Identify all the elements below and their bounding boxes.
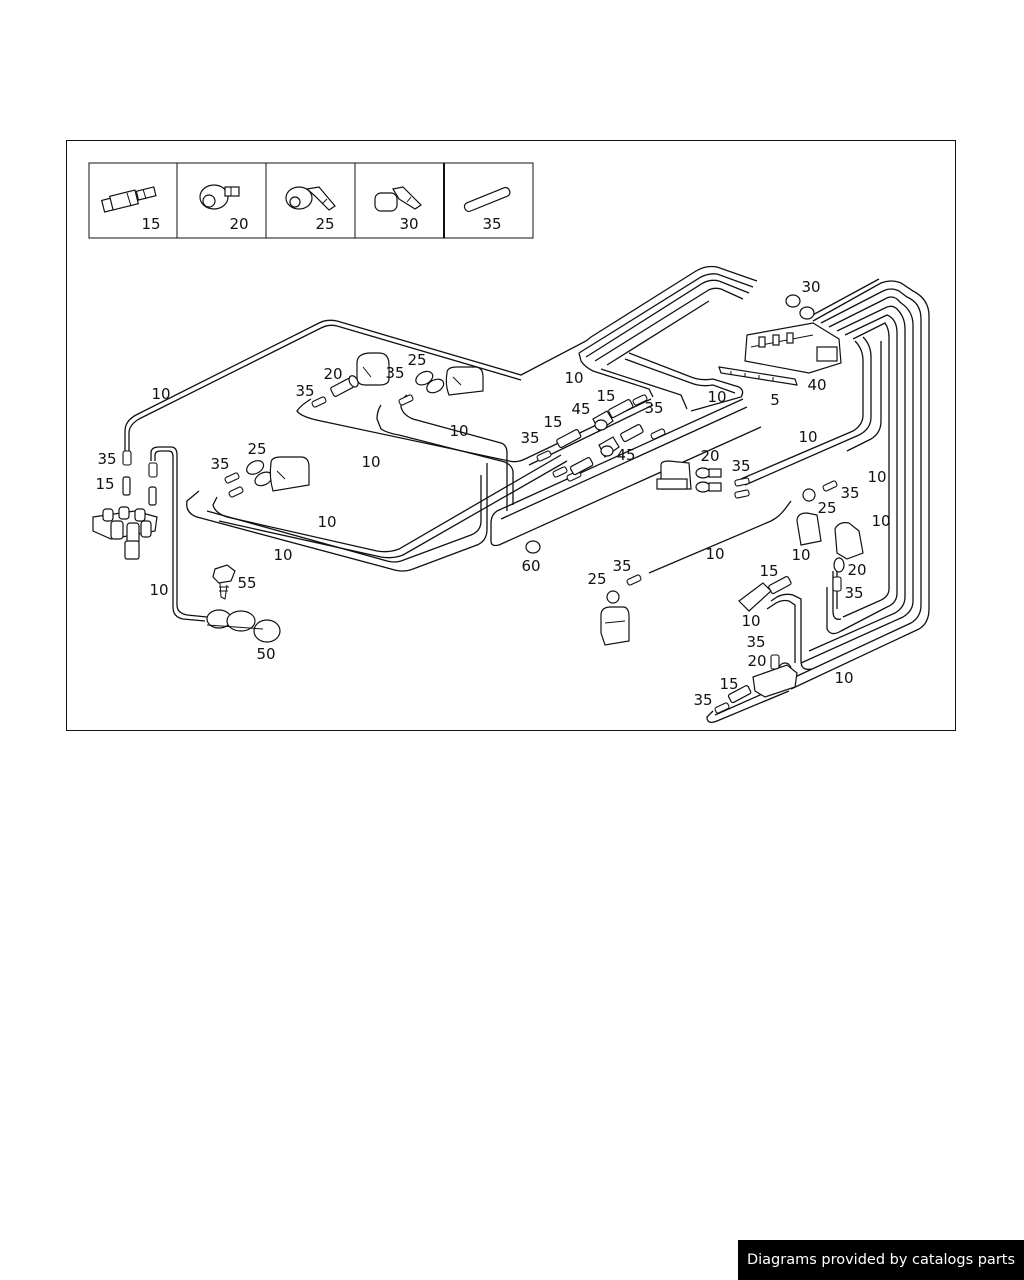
straight-connector-icon	[100, 186, 157, 213]
legend-label-35: 35	[482, 215, 501, 233]
callout-30: 30	[801, 278, 820, 296]
callout-35: 35	[840, 484, 859, 502]
sleeve-icon	[463, 186, 511, 213]
callout-25: 25	[407, 351, 426, 369]
callout-10: 10	[791, 546, 810, 564]
mounting-rail-icon	[718, 366, 798, 386]
vacuum-reservoir-icon	[206, 609, 281, 643]
bracket-icon	[738, 582, 772, 612]
callout-35: 35	[844, 584, 863, 602]
angled-cap-connector-icon	[285, 186, 336, 211]
vacuum-actuator-icon	[656, 460, 692, 490]
vacuum-line-diagram: 15 20 25 30 35	[88, 162, 930, 723]
callout-40: 40	[807, 376, 826, 394]
callout-35: 35	[295, 382, 314, 400]
t-piece-icon	[592, 410, 614, 432]
callout-15: 15	[759, 562, 778, 580]
callout-25: 25	[817, 499, 836, 517]
callout-45: 45	[616, 446, 635, 464]
callout-10: 10	[705, 545, 724, 563]
vacuum-actuator-icon	[356, 352, 390, 386]
vacuum-lines	[124, 265, 930, 723]
callout-15: 15	[543, 413, 562, 431]
callout-35: 35	[97, 450, 116, 468]
callout-35: 35	[520, 429, 539, 447]
callout-35: 35	[693, 691, 712, 709]
callout-5: 5	[770, 391, 780, 409]
callout-20: 20	[747, 652, 766, 670]
callout-45: 45	[571, 400, 590, 418]
callout-20: 20	[847, 561, 866, 579]
callout-55: 55	[237, 574, 256, 592]
elbow-connector-icon	[374, 186, 422, 212]
components	[92, 322, 864, 698]
solenoid-valve-icon	[834, 522, 864, 560]
callout-20: 20	[323, 365, 342, 383]
fittings	[122, 294, 845, 704]
vacuum-actuator-icon	[445, 366, 484, 396]
footer-banner: Diagrams provided by catalogs parts	[738, 1240, 1024, 1280]
legend-panel: 15 20 25 30 35	[88, 162, 534, 239]
callout-10: 10	[361, 453, 380, 471]
callout-15: 15	[596, 387, 615, 405]
plug-icon	[525, 540, 541, 554]
callout-10: 10	[273, 546, 292, 564]
solenoid-valve-icon	[796, 512, 822, 546]
callout-10: 10	[449, 422, 468, 440]
callout-35: 35	[644, 399, 663, 417]
t-piece-icon	[598, 436, 620, 458]
solenoid-valve-icon	[600, 606, 630, 646]
callout-25: 25	[587, 570, 606, 588]
callout-35: 35	[731, 457, 750, 475]
callout-15: 15	[719, 675, 738, 693]
parts-diagram-frame: 15 20 25 30 35	[66, 140, 956, 731]
vacuum-actuator-icon	[269, 456, 310, 492]
callout-10: 10	[564, 369, 583, 387]
callout-20: 20	[700, 447, 719, 465]
distribution-block-icon	[92, 506, 158, 560]
callout-35: 35	[612, 557, 631, 575]
callout-25: 25	[247, 440, 266, 458]
callout-15: 15	[95, 475, 114, 493]
callout-35: 35	[385, 364, 404, 382]
callout-10: 10	[317, 513, 336, 531]
callout-50: 50	[256, 645, 275, 663]
legend-label-15: 15	[141, 215, 160, 233]
callout-10: 10	[707, 388, 726, 406]
cap-connector-icon	[199, 184, 240, 210]
callout-labels: 10 10 10 10 10 10 10 10 10 10 10 10 10 1…	[95, 278, 890, 709]
control-unit-icon	[744, 322, 842, 374]
callout-10: 10	[871, 512, 890, 530]
callout-10: 10	[741, 612, 760, 630]
callout-10: 10	[867, 468, 886, 486]
callout-60: 60	[521, 557, 540, 575]
callout-35: 35	[210, 455, 229, 473]
sleeves	[122, 394, 842, 714]
callout-10: 10	[151, 385, 170, 403]
legend-label-30: 30	[399, 215, 418, 233]
callout-10: 10	[834, 669, 853, 687]
legend-label-20: 20	[229, 215, 248, 233]
legend-label-25: 25	[315, 215, 334, 233]
callout-35: 35	[746, 633, 765, 651]
callout-10: 10	[798, 428, 817, 446]
screw-icon	[212, 564, 236, 600]
vacuum-actuator-icon	[752, 664, 798, 698]
callout-10: 10	[149, 581, 168, 599]
